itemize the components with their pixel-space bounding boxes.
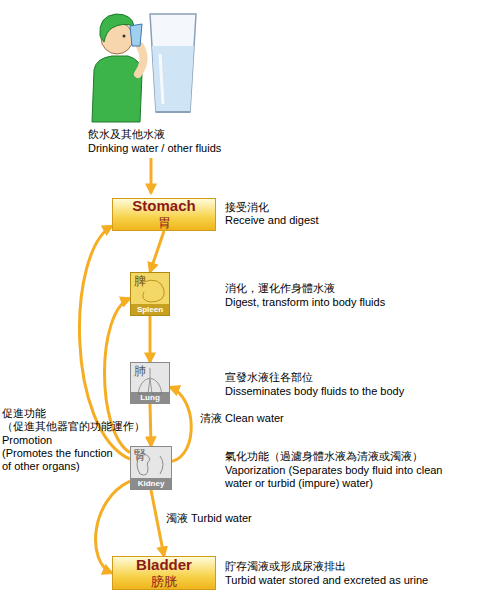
spleen-sketch: [143, 280, 164, 302]
organ-icon: 腎 Kidney: [130, 446, 172, 490]
annotation-text: 飲水及其他水液: [88, 128, 288, 141]
node-title: 脾: [134, 275, 146, 287]
edge-label: 濁液 Turbid water: [166, 512, 252, 525]
edge-label: 清液 Clean water: [200, 412, 284, 425]
annotation-text: Digest, transform into body fluids: [225, 296, 485, 309]
intake-arrow: [150, 158, 153, 193]
organ-icon: 脾 Spleen: [130, 272, 170, 316]
kidney-sketch: [137, 455, 163, 475]
glass: [150, 14, 196, 112]
node-subtitle: 胃: [158, 214, 171, 232]
person-drinking: [92, 14, 144, 122]
annotation-text: Drinking water / other fluids: [88, 142, 288, 155]
node-title: 腎: [134, 449, 146, 461]
organ-box: Bladder膀胱: [112, 556, 216, 590]
annotation-text: （促進其他器官的功能運作）: [2, 420, 162, 433]
organ-box: Stomach胃: [112, 198, 216, 231]
flow-arrow: [149, 316, 152, 362]
annotation-text: Receive and digest: [225, 214, 485, 227]
annotation-text: (Promotes the function of other organs): [2, 447, 120, 473]
flow-arrow: [150, 404, 151, 446]
annotation-text: Turbid water stored and excreted as urin…: [225, 574, 485, 587]
annotation-text: 促進功能: [2, 407, 152, 420]
annotation-text: Disseminates body fluids to the body: [225, 385, 485, 398]
annotation-text: 宣發水液往各部位: [225, 371, 485, 384]
node-title: 肺: [134, 365, 146, 377]
annotation-text: 消化，運化作身體水液: [225, 282, 485, 295]
node-subtitle: Kidney: [131, 478, 171, 489]
node-subtitle: Lung: [131, 392, 169, 403]
annotation-text: Vaporization (Separates body fluid into …: [225, 464, 465, 490]
annotation-text: 貯存濁液或形成尿液排出: [225, 560, 485, 573]
annotation-text: 氣化功能（過濾身體水液為清液或濁液）: [225, 450, 495, 463]
lung-sketch: [138, 368, 162, 394]
flow-arrow: [151, 490, 164, 556]
annotation-text: Promotion: [2, 434, 122, 447]
flow-arrow: [170, 387, 191, 461]
node-title: Stomach: [132, 197, 195, 214]
node-subtitle: Spleen: [131, 304, 169, 315]
flow-arrow: [150, 231, 164, 272]
node-title: Bladder: [136, 556, 192, 573]
node-subtitle: 膀胱: [151, 573, 177, 591]
organ-icon: 肺 Lung: [130, 362, 170, 404]
annotation-text: 接受消化: [225, 201, 485, 214]
